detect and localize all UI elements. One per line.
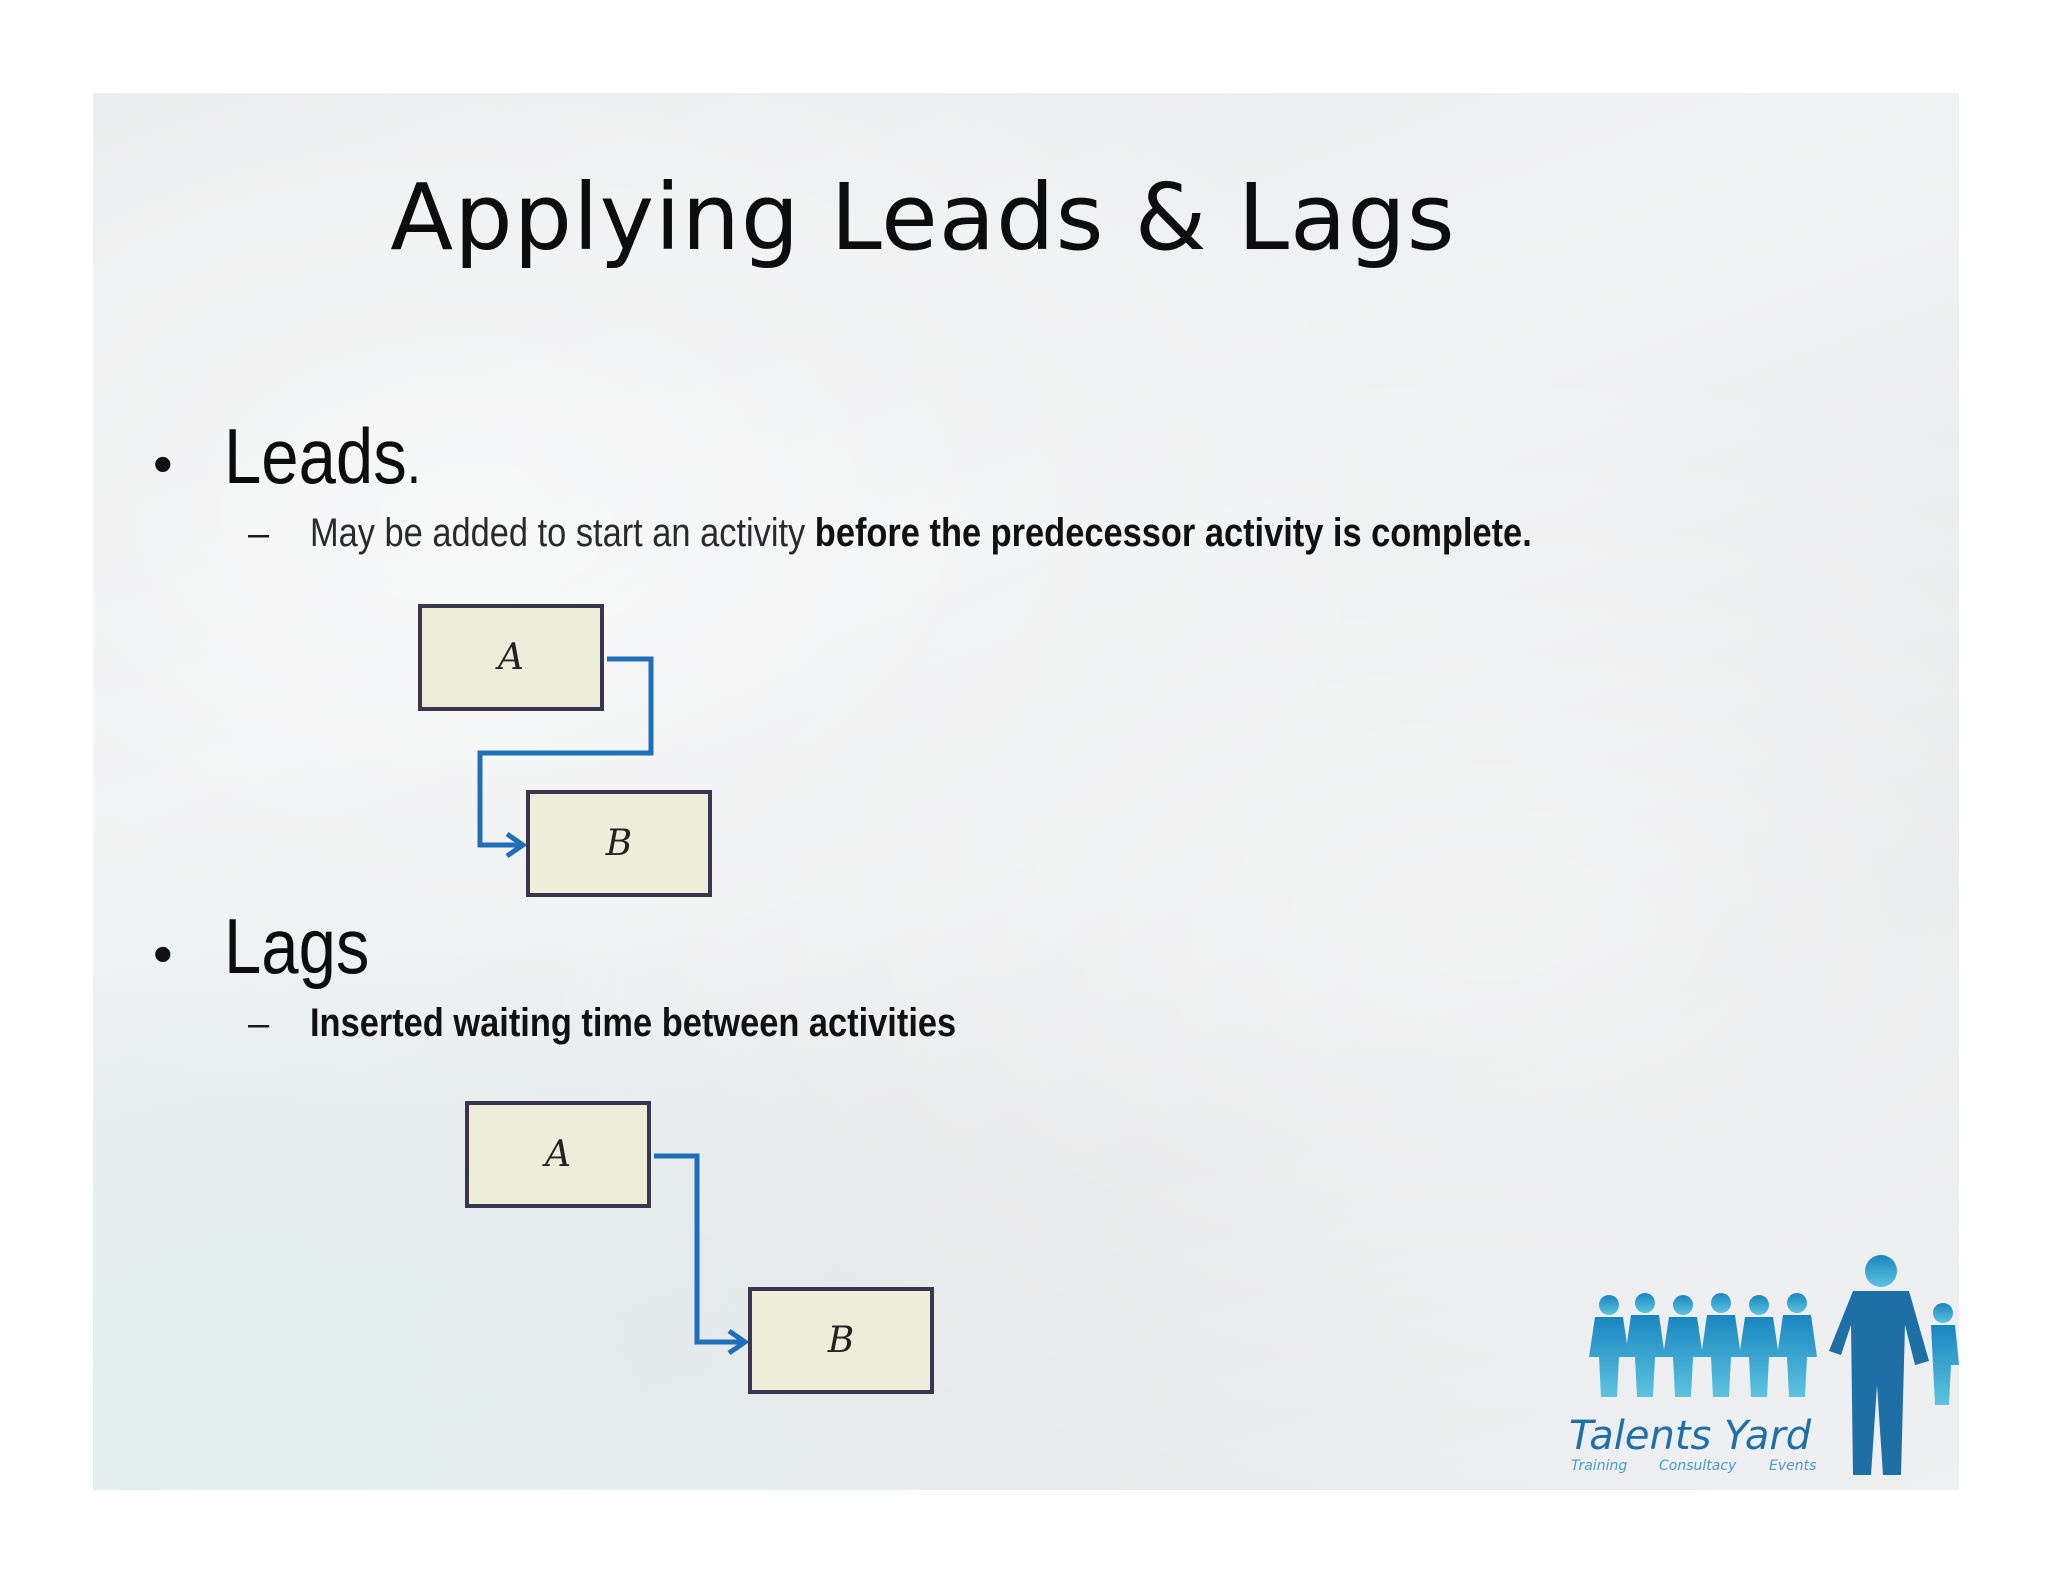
leads-connector: [477, 656, 654, 848]
talents-yard-logo: Talents Yard Training Consultacy Events: [1563, 1253, 1959, 1490]
bullet-heading-lags: Lags: [224, 902, 370, 990]
bullet-dot: •: [153, 432, 173, 495]
sub-text-leads: May be added to start an activity before…: [310, 511, 1532, 555]
people-silhouettes-icon: Talents Yard Training Consultacy Events: [1569, 1255, 1959, 1475]
bullet-leads: • Leads.: [153, 411, 453, 502]
sub-dash: –: [248, 513, 270, 555]
sub-bullet-leads: – May be added to start an activity befo…: [248, 511, 1731, 556]
sub-dash: –: [248, 1003, 270, 1045]
activity-box-b-leads: B: [526, 790, 712, 897]
activity-box-a-lags: A: [465, 1101, 651, 1208]
lags-connector: [654, 1153, 743, 1345]
bullet-dot: •: [153, 922, 173, 985]
activity-box-a-leads: A: [418, 604, 604, 711]
sub-text-lags: Inserted waiting time between activities: [310, 1001, 957, 1045]
slide: Applying Leads & Lags • Leads. – May be …: [93, 93, 1959, 1490]
leads-arrowhead: [505, 831, 528, 859]
svg-text:Training: Training: [1571, 1458, 1627, 1474]
bullet-heading-leads: Leads.: [224, 412, 422, 500]
slide-title: Applying Leads & Lags: [390, 164, 1456, 271]
lags-arrowhead: [727, 1328, 750, 1356]
activity-box-b-lags: B: [748, 1287, 934, 1394]
svg-text:Consultacy: Consultacy: [1659, 1458, 1737, 1474]
svg-text:Talents Yard: Talents Yard: [1569, 1413, 1812, 1459]
connector-lines: [477, 656, 750, 1356]
bullet-lags: • Lags: [153, 901, 393, 992]
sub-bullet-lags: – Inserted waiting time between activiti…: [248, 1001, 1061, 1046]
svg-text:Events: Events: [1769, 1458, 1816, 1474]
